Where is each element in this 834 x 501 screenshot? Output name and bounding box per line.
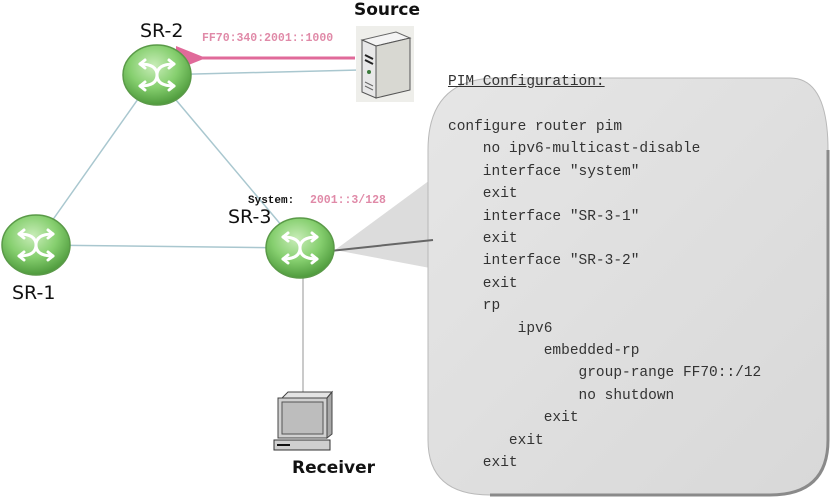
system-label: System: (248, 195, 295, 207)
router-sr-3[interactable] (265, 217, 335, 279)
config-title: PIM Configuration: (448, 74, 605, 90)
source-label: Source (354, 0, 421, 20)
router-label-sr-1: SR-1 (12, 282, 56, 304)
config-callout (335, 77, 830, 497)
receiver-computer-icon[interactable] (273, 390, 334, 451)
router-arrows-icon (138, 58, 176, 92)
system-address: 2001::3/128 (310, 194, 386, 207)
multicast-group-address: FF70:340:2001::1000 (202, 32, 334, 45)
config-line: interface "SR-3-1" (448, 208, 640, 225)
router-label-sr-2: SR-2 (140, 20, 184, 42)
config-line: exit (448, 455, 518, 471)
config-line: no shutdown (448, 387, 675, 404)
link-sr2-sr3 (154, 74, 299, 246)
config-line: exit (448, 231, 518, 247)
config-line: interface "system" (448, 163, 640, 180)
config-line: configure router pim (448, 119, 623, 135)
router-sr-2[interactable] (122, 44, 192, 106)
config-line: ipv6 (448, 320, 553, 337)
config-line: embedded-rp (448, 343, 640, 359)
config-line: exit (448, 186, 518, 203)
config-line: group-range FF70::/12 (448, 365, 762, 382)
callout-shadow (490, 150, 830, 497)
router-arrows-icon (281, 231, 319, 265)
config-line: exit (448, 432, 544, 449)
callout-leader-line (329, 239, 434, 252)
source-server-icon[interactable] (356, 26, 414, 102)
config-line: interface "SR-3-2" (448, 253, 640, 270)
config-line: exit (448, 410, 579, 427)
config-line: rp (448, 298, 501, 315)
link-sr1-sr3 (34, 244, 299, 249)
router-sr-1[interactable] (1, 214, 71, 276)
callout-pointer (335, 180, 430, 268)
router-arrows-icon (17, 228, 55, 262)
router-label-sr-3: SR-3 (228, 206, 272, 228)
config-line: exit (448, 275, 518, 292)
receiver-label: Receiver (292, 458, 376, 478)
config-line: no ipv6-multicast-disable (448, 141, 701, 158)
link-sr2-sr1 (34, 74, 156, 246)
